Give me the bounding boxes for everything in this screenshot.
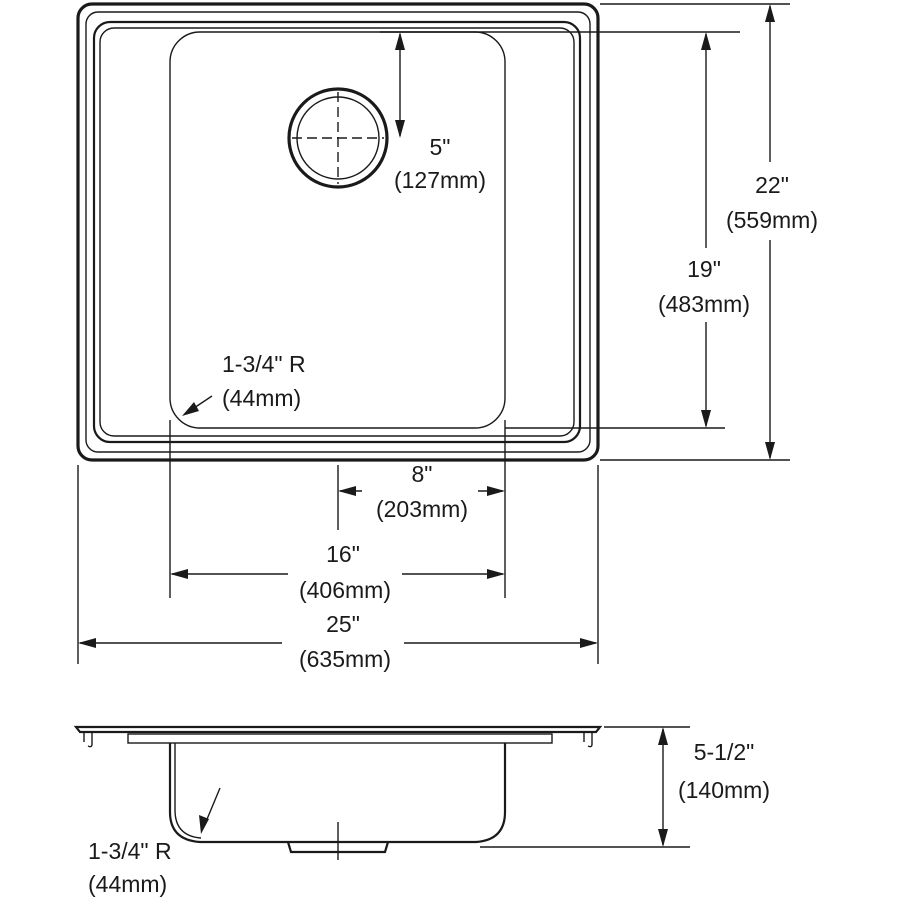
- bowl-width-dimension: 16" (406mm): [170, 541, 505, 603]
- left-mounting-clip: [83, 732, 93, 748]
- side-bowl-inner: [174, 743, 202, 839]
- bowl-depth-imperial: 19": [687, 256, 721, 282]
- drain-offset-imperial: 5": [430, 134, 451, 160]
- corner-radius-callout: 1-3/4" R (44mm): [182, 351, 306, 416]
- overall-width-imperial: 25": [326, 611, 360, 637]
- corner-radius-imperial: 1-3/4" R: [222, 351, 306, 377]
- drain-offset-metric: (127mm): [394, 167, 486, 193]
- drain-offset-dimension: 5" (127mm): [380, 31, 740, 193]
- overall-width-dimension: 25" (635mm): [78, 611, 598, 672]
- side-corner-radius-imperial: 1-3/4" R: [88, 838, 172, 864]
- sink-deck-inner: [99, 27, 575, 437]
- bowl-width-imperial: 16": [326, 541, 360, 567]
- drain-center-imperial: 8": [412, 461, 433, 487]
- bowl-depth-metric: (483mm): [658, 291, 750, 317]
- drain-center-metric: (203mm): [376, 496, 468, 522]
- side-rim-flange: [73, 725, 603, 734]
- sink-outer-rim: [76, 2, 600, 462]
- corner-radius-metric: (44mm): [222, 385, 301, 411]
- sink-deck-edge: [92, 20, 582, 444]
- overall-depth-metric: (559mm): [726, 207, 818, 233]
- overall-depth-dimension: 22" (559mm): [600, 3, 818, 461]
- drain-center-dimension: 8" (203mm): [338, 461, 505, 522]
- bowl-depth-dimension: 19" (483mm): [505, 32, 750, 429]
- overall-width-metric: (635mm): [299, 646, 391, 672]
- side-corner-radius-callout: 1-3/4" R (44mm): [88, 787, 221, 897]
- right-mounting-clip: [583, 732, 593, 748]
- drain-outer-ring: [287, 87, 389, 189]
- bowl-height-imperial: 5-1/2": [694, 739, 755, 765]
- bowl-height-metric: (140mm): [678, 777, 770, 803]
- top-view: 5" (127mm) 19" (483mm) 22" (559mm): [76, 2, 818, 672]
- bowl-height-dimension: 5-1/2" (140mm): [480, 726, 770, 848]
- side-corner-radius-metric: (44mm): [88, 871, 167, 897]
- side-frame: [127, 733, 553, 744]
- bowl-bottom: [169, 31, 506, 429]
- sink-rim-inner-edge: [85, 11, 591, 453]
- overall-depth-imperial: 22": [755, 172, 789, 198]
- bowl-width-metric: (406mm): [299, 577, 391, 603]
- drain: [287, 87, 389, 189]
- side-view: 5-1/2" (140mm) 1-3/4" R (44mm): [73, 725, 770, 897]
